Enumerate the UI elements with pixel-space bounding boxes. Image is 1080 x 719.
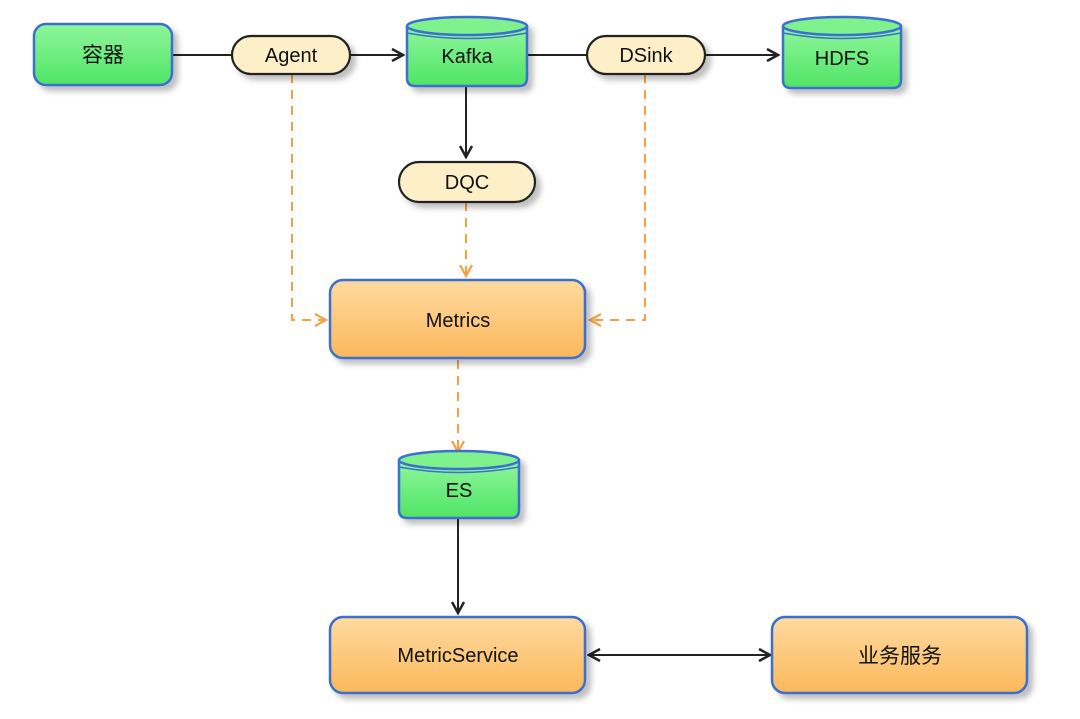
connectors: [172, 55, 778, 655]
node-business-service-label: 业务服务: [858, 645, 942, 668]
node-es-label: ES: [446, 480, 473, 502]
node-kafka: [405, 15, 529, 88]
node-dqc: [397, 160, 537, 204]
node-agent-label: Agent: [265, 45, 318, 67]
node-business-service: [770, 615, 1029, 695]
node-metrics: [328, 278, 587, 360]
edge-agent-metrics: [291, 74, 326, 320]
node-hdfs: [781, 15, 903, 90]
node-es: [397, 449, 521, 520]
node-dsink: [585, 34, 707, 76]
edge-dsink-metrics: [590, 74, 646, 320]
node-container-label: 容器: [82, 44, 124, 67]
node-metrics-label: Metrics: [426, 310, 490, 332]
node-hdfs-label: HDFS: [815, 48, 869, 70]
node-agent: [230, 34, 352, 76]
node-dqc-label: DQC: [445, 172, 489, 194]
node-kafka-label: Kafka: [441, 46, 493, 68]
node-metricservice-label: MetricService: [397, 645, 518, 667]
node-container: [32, 22, 174, 87]
node-metricservice: [328, 615, 587, 695]
node-dsink-label: DSink: [619, 45, 673, 67]
